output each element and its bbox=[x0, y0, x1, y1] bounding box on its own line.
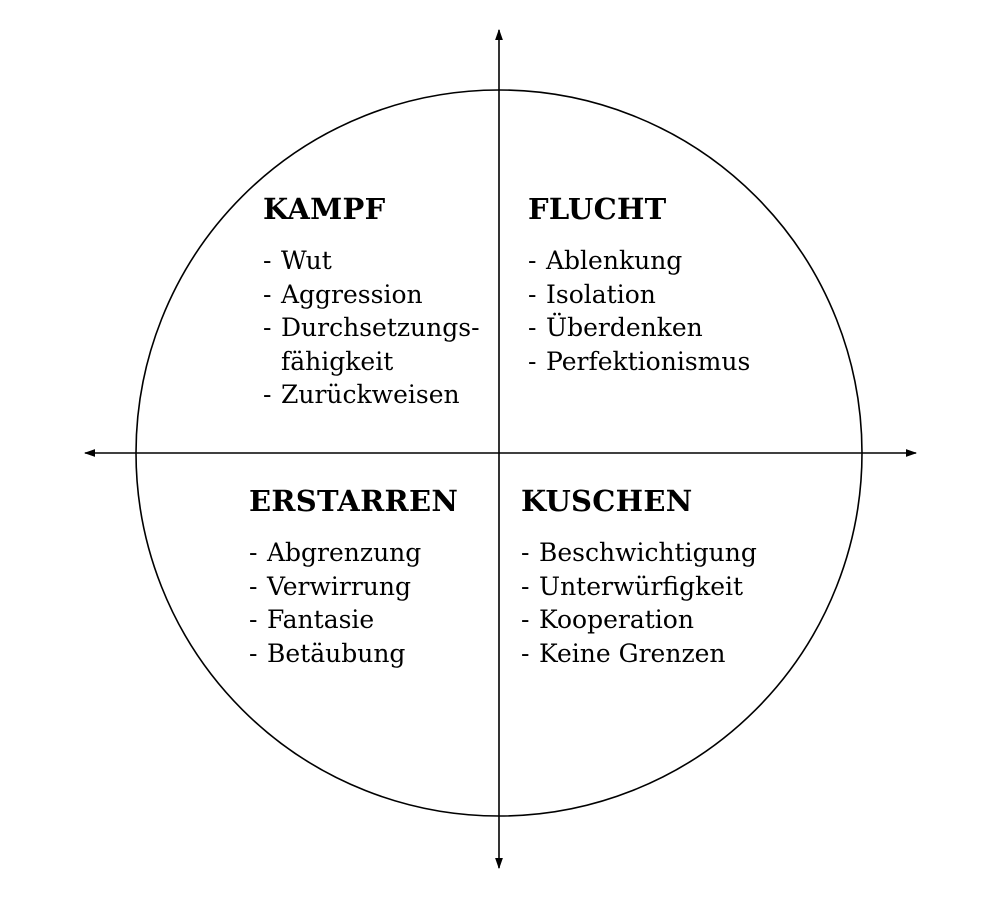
quadrant-title: KAMPF bbox=[263, 192, 386, 226]
list-item: -Wut bbox=[263, 244, 480, 278]
list-item: -Zurückweisen bbox=[263, 378, 480, 412]
dash-marker: - bbox=[528, 246, 537, 275]
list-item-text: Unterwürfigkeit bbox=[539, 571, 744, 601]
list-item: -Isolation bbox=[528, 278, 750, 312]
list-item-text: fähigkeit bbox=[281, 346, 394, 376]
list-item: -Betäubung bbox=[249, 637, 458, 671]
quadrant-item-list: -Wut -Aggression -Durchsetzungs- fähigke… bbox=[263, 244, 480, 412]
dash-marker: - bbox=[249, 538, 258, 567]
list-item: -Keine Grenzen bbox=[521, 637, 757, 671]
dash-marker: - bbox=[249, 571, 258, 601]
list-item-text: Kooperation bbox=[539, 605, 694, 634]
dash-marker: - bbox=[263, 279, 272, 309]
dash-marker: - bbox=[521, 638, 530, 668]
list-item-text: Keine Grenzen bbox=[539, 638, 726, 668]
dash-marker: - bbox=[263, 246, 272, 275]
dash-marker: - bbox=[249, 638, 258, 668]
list-item: -Perfektionismus bbox=[528, 345, 750, 379]
list-item-text: Durchsetzungs- bbox=[281, 313, 480, 342]
quadrant-kampf: KAMPF -Wut -Aggression -Durchsetzungs- f… bbox=[263, 192, 480, 412]
list-item-text: Isolation bbox=[546, 279, 656, 309]
list-item: -Verwirrung bbox=[249, 570, 458, 604]
list-item: -Kooperation bbox=[521, 603, 757, 637]
list-item-text: Perfektionismus bbox=[546, 346, 751, 376]
list-item: -Beschwichtigung bbox=[521, 536, 757, 570]
dash-marker: - bbox=[521, 538, 530, 567]
quadrant-erstarren: ERSTARREN -Abgrenzung -Verwirrung -Fanta… bbox=[249, 484, 458, 670]
quadrant-title: FLUCHT bbox=[528, 192, 667, 226]
quadrant-flucht: FLUCHT -Ablenkung -Isolation -Überdenken… bbox=[528, 192, 750, 378]
list-item-text: Abgrenzung bbox=[267, 538, 422, 567]
list-item-text: Ablenkung bbox=[546, 246, 683, 275]
list-item: -Durchsetzungs- bbox=[263, 311, 480, 345]
quadrant-item-list: -Abgrenzung -Verwirrung -Fantasie -Betäu… bbox=[249, 536, 458, 670]
list-item-text: Verwirrung bbox=[267, 571, 412, 601]
list-item-text: Wut bbox=[281, 246, 332, 275]
quadrant-item-list: -Ablenkung -Isolation -Überdenken -Perfe… bbox=[528, 244, 750, 378]
dash-marker: - bbox=[249, 605, 258, 634]
list-item: -Abgrenzung bbox=[249, 536, 458, 570]
list-item-text: Betäubung bbox=[267, 638, 406, 668]
quadrant-title: KUSCHEN bbox=[521, 484, 693, 518]
dash-marker: - bbox=[263, 380, 272, 409]
list-item-text: Aggression bbox=[281, 279, 423, 309]
dash-marker: - bbox=[528, 279, 537, 309]
dash-marker: - bbox=[528, 346, 537, 376]
list-item-text: Zurückweisen bbox=[281, 380, 460, 409]
list-item-continuation: fähigkeit bbox=[263, 345, 480, 379]
list-item: -Ablenkung bbox=[528, 244, 750, 278]
dash-marker: - bbox=[528, 313, 537, 342]
list-item-text: Überdenken bbox=[546, 313, 703, 342]
list-item: -Unterwürfigkeit bbox=[521, 570, 757, 604]
quadrant-title: ERSTARREN bbox=[249, 484, 459, 518]
dash-marker: - bbox=[263, 313, 272, 342]
quadrant-kuschen: KUSCHEN -Beschwichtigung -Unterwürfigkei… bbox=[521, 484, 757, 670]
dash-marker: - bbox=[521, 571, 530, 601]
list-item-text: Beschwichtigung bbox=[539, 538, 757, 567]
dash-marker: - bbox=[521, 605, 530, 634]
list-item: -Fantasie bbox=[249, 603, 458, 637]
quadrant-item-list: -Beschwichtigung -Unterwürfigkeit -Koope… bbox=[521, 536, 757, 670]
list-item: -Überdenken bbox=[528, 311, 750, 345]
list-item: -Aggression bbox=[263, 278, 480, 312]
list-item-text: Fantasie bbox=[267, 605, 375, 634]
